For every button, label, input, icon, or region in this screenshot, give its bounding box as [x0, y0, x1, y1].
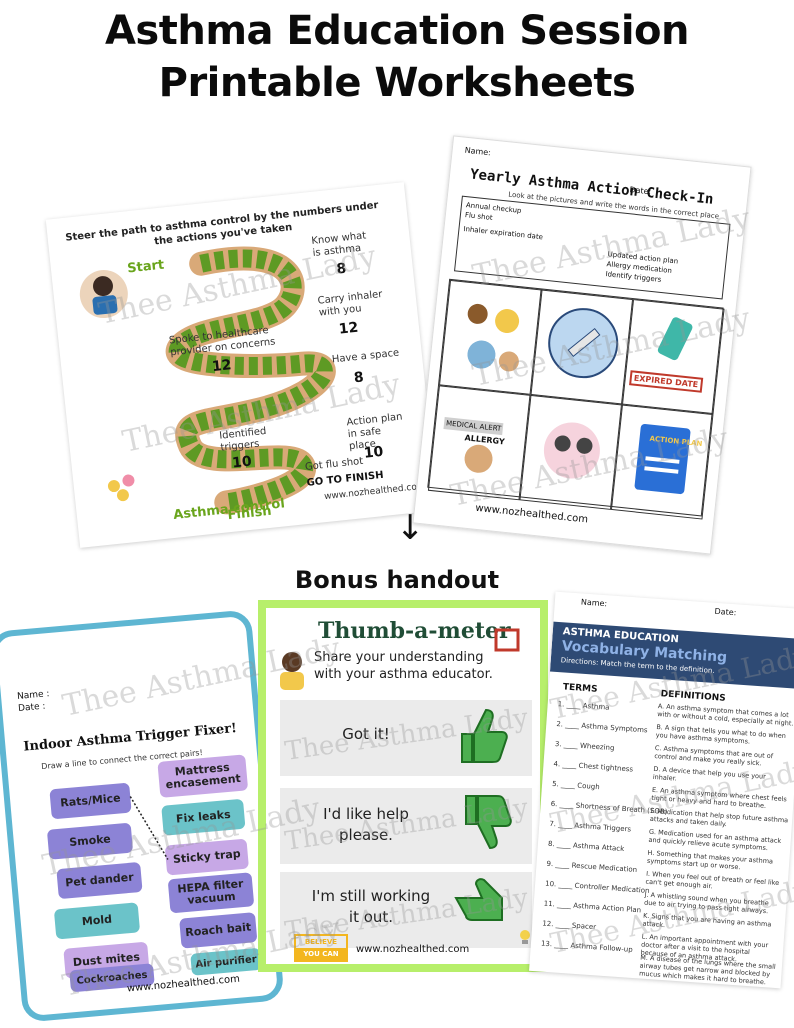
thumb-row-line: I'd like help: [323, 805, 409, 823]
action-value: 8: [335, 260, 348, 278]
word-item: Inhaler expiration date: [463, 224, 544, 242]
thumbs-sideways-icon: [454, 878, 503, 921]
vocab-term: 12. ____ Spacer: [542, 919, 597, 932]
date-label: Date:: [714, 606, 737, 618]
pill-icon: [464, 444, 493, 473]
bonus-handout-label: Bonus handout: [294, 566, 500, 594]
child-body-icon: [92, 295, 118, 315]
subtitle-line: with your asthma educator.: [314, 666, 493, 682]
action-value: 10: [363, 443, 385, 462]
thumb-row-text: I'm still working it out.: [296, 886, 446, 928]
action-plan-book-icon: [634, 424, 691, 495]
picture-grid: EXPIRED DATE MEDICAL ALERT ALLERGY ACTIO…: [427, 278, 725, 520]
subtitle-line: Share your understanding: [314, 650, 484, 665]
thumb-row-line: I'm still working: [311, 887, 431, 905]
learner-avatar-icon: [280, 652, 304, 690]
thumb-a-meter-worksheet: Thumb-a-meter Share your understanding w…: [258, 600, 548, 972]
thumbs-down-icon: [465, 795, 512, 850]
vocab-term: 9. ____ Rescue Medication: [546, 859, 638, 875]
thumb-url: www.nozhealthed.com: [356, 944, 470, 955]
vocab-term: 7. ____ Asthma Triggers: [549, 819, 632, 834]
vocab-term: 11. ____ Asthma Action Plan: [543, 899, 642, 915]
vocab-term: 8. ____ Asthma Attack: [547, 839, 625, 854]
thumb-row-text: Got it!: [342, 725, 390, 743]
down-arrow-icon: ↓: [396, 508, 425, 548]
yearly-url: www.nozhealthed.com: [474, 502, 589, 526]
terms-heading: TERMS: [562, 682, 598, 695]
thumb-row-text: I'd like help please.: [296, 804, 436, 846]
vocab-header-band: ASTHMA EDUCATION Vocabulary Matching Dir…: [549, 621, 794, 690]
action-value: 10: [231, 453, 253, 472]
emoji-icon: [107, 480, 120, 493]
yearly-checkin-worksheet: Name: Date: Yearly Asthma Action Check-I…: [412, 135, 752, 555]
thumbs-up-icon: [461, 708, 508, 763]
name-label: Name:: [580, 597, 608, 609]
expired-inhaler-picture: EXPIRED DATE: [621, 299, 725, 415]
emoji-icon: [116, 489, 129, 502]
action-value: 8: [353, 369, 365, 387]
game-path: [79, 246, 336, 515]
believe-text: BELIEVE: [304, 938, 338, 946]
inhaler-icon: [657, 317, 693, 361]
triggers-icon: [467, 303, 520, 372]
action-value: 12: [211, 357, 233, 376]
allergy-alert-picture: MEDICAL ALERT ALLERGY: [427, 385, 531, 501]
flu-shot-picture: [530, 289, 634, 405]
vocab-term: 4. ____ Chest tightness: [553, 759, 634, 774]
vocab-term: 10. ____ Controller Medication: [544, 879, 650, 895]
thumb-heading: Thumb-a-meter: [318, 618, 511, 644]
word-item: Flu shot: [464, 211, 493, 222]
page-title-line-1: Asthma Education Session: [104, 8, 690, 54]
action-plan-picture: ACTION PLAN: [610, 404, 714, 520]
thumb-subtitle: Share your understanding with your asthm…: [314, 650, 493, 684]
vocab-term: 3. ____ Wheezing: [554, 740, 615, 753]
lightbulb-icon: [520, 930, 530, 944]
emoji-icon: [122, 474, 135, 487]
vocab-term: 5. ____ Cough: [551, 779, 600, 792]
you-can-text: YOU CAN: [296, 948, 346, 960]
path-squares: [168, 249, 333, 512]
thumb-row-line: please.: [339, 826, 393, 844]
trigger-fixer-worksheet: Name : Date : Indoor Asthma Trigger Fixe…: [0, 609, 285, 1023]
triggers-picture: [439, 279, 542, 395]
syringe-icon: [548, 308, 619, 379]
thumb-row-line: it out.: [348, 908, 394, 926]
child-head-icon: [92, 276, 113, 297]
checkup-picture: [519, 394, 622, 510]
gauge-icon: [494, 628, 520, 652]
believe-badge: BELIEVE YOU CAN: [294, 934, 348, 962]
game-board-worksheet: Steer the path to asthma control by the …: [45, 182, 439, 548]
connector-line: [129, 796, 169, 860]
definitions-heading: DEFINITIONS: [660, 689, 727, 704]
vocab-term: 1. ____ Asthma: [557, 700, 610, 712]
vocab-matching-worksheet: Name: Date: ASTHMA EDUCATION Vocabulary …: [529, 591, 794, 989]
page-title-line-2: Printable Worksheets: [158, 60, 636, 106]
action-value: 12: [338, 319, 360, 338]
vocab-term: 13. ____ Asthma Follow-up: [540, 939, 633, 954]
doctor-visit-icon: [543, 422, 600, 479]
vocab-term: 2. ____ Asthma Symptoms: [556, 720, 648, 735]
name-label: Name:: [464, 145, 492, 158]
